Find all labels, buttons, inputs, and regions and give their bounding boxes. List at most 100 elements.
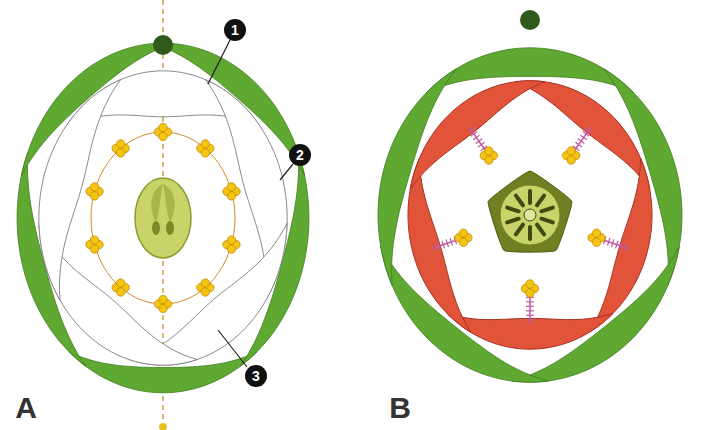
locule [507,208,518,212]
anther [485,156,493,164]
anther [159,123,167,131]
axis-dot [520,10,540,30]
stamen [112,279,129,296]
anther [592,238,600,246]
callout-number: 1 [224,19,246,41]
axis-dot [153,35,173,55]
stamen [86,236,103,253]
anther [227,192,235,200]
anther [90,236,98,244]
anther [116,140,124,148]
ovary [500,185,560,245]
anther [159,295,167,303]
anther [227,236,235,244]
anther [116,279,124,287]
anther [116,149,124,157]
locule [537,196,544,206]
stamen [455,229,472,246]
filament-hatch [434,244,436,252]
filament-hatch [473,135,479,140]
filament-hatch [620,242,622,250]
stamen [86,183,103,200]
anther [201,149,209,157]
locule [507,219,518,223]
filament-hatch [442,241,444,249]
anther [459,229,467,237]
pistil [135,178,191,258]
bract-dot [159,423,167,430]
filament-hatch [583,132,589,137]
ovule [152,221,160,235]
filament-hatch [578,139,584,144]
filament-hatch [438,242,440,250]
anther [485,147,493,155]
anther [201,140,209,148]
pistil [488,171,572,252]
panel-letter: B [389,392,411,424]
callout-number: 2 [289,144,311,166]
locule [541,208,552,212]
anther [159,304,167,312]
locule [537,225,544,235]
stamen [562,147,579,164]
anther [159,132,167,140]
anther [116,288,124,296]
filament-hatch [526,310,534,311]
filament-hatch [580,135,586,140]
ovary-center [524,209,536,221]
anther [526,280,534,288]
filament-hatch [471,132,477,137]
anther [90,245,98,253]
filament-hatch [468,128,474,133]
flower-b [378,48,682,382]
filament-hatch [612,239,614,247]
stamen [223,236,240,253]
stamen [197,279,214,296]
anther [201,288,209,296]
stamen [154,123,171,140]
leader-line [218,330,247,367]
anther [459,238,467,246]
anther [227,245,235,253]
filament-hatch [450,238,452,246]
sepal [511,247,679,382]
leader-line [280,164,293,180]
stamen [223,183,240,200]
anther [567,147,575,155]
filament-hatch [476,139,482,144]
filament-hatch [526,301,534,302]
locule [516,196,523,206]
petal [39,80,121,301]
locule [528,191,532,203]
petal [408,158,471,332]
leader-line [208,40,230,84]
filament-hatch [575,142,581,147]
filament-hatch [607,238,609,246]
anther [567,156,575,164]
locule [528,227,532,239]
stamen [197,140,214,157]
anther [526,289,534,297]
stamen [112,140,129,157]
locule [516,225,523,235]
filament-hatch [478,142,484,147]
flower-a [17,43,309,393]
anther [592,229,600,237]
filament-hatch [624,244,626,252]
carpel [151,184,174,222]
filament-hatch [526,315,534,316]
stamen-ring [91,132,235,304]
filament-hatch [526,319,534,320]
stamen [521,280,538,297]
anther [227,183,235,191]
filament-hatch [616,241,618,249]
anther [90,183,98,191]
filament-hatch [585,128,591,133]
filament-hatch [446,239,448,247]
filament-hatch [526,306,534,307]
locule [541,219,552,223]
anther [201,279,209,287]
panel-letter: A [15,392,37,424]
